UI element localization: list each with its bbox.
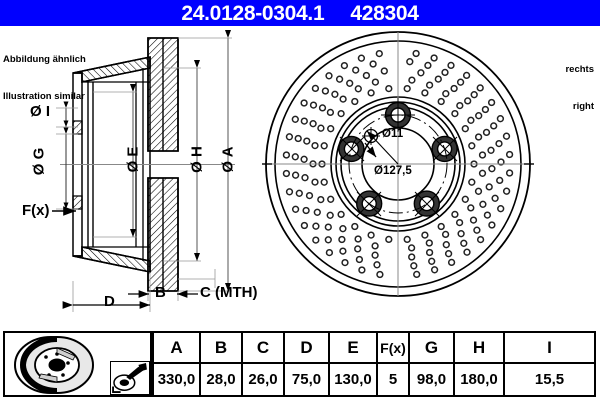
col-header-e: E: [328, 333, 376, 364]
illustration-note-en: Illustration similar: [3, 90, 85, 102]
label-d: D: [104, 293, 115, 310]
label-dia-e: Ø E: [124, 146, 142, 173]
side-note: rechts right: [565, 40, 594, 137]
value-d: 75,0: [283, 364, 328, 395]
value-h: 180,0: [453, 364, 503, 395]
col-header-fx: F(x): [376, 333, 408, 364]
drawing-canvas: Ø I Ø G Ø E Ø H Ø A F(x) B C (MTH) D Ø11…: [0, 26, 600, 326]
label-dia-h: Ø H: [188, 146, 206, 173]
illustration-note-de: Abbildung ähnlich: [3, 54, 86, 66]
friction-ring-bottom: [147, 177, 179, 292]
col-header-i: I: [503, 333, 594, 364]
label-dia-g: Ø G: [30, 147, 48, 176]
label-hole-diameter: Ø11: [382, 128, 404, 140]
value-b: 28,0: [199, 364, 241, 395]
spec-table: A B C D E F(x) G H I 330,0 28,0 26,0 75,…: [3, 331, 596, 397]
col-header-h: H: [453, 333, 503, 364]
part-number: 24.0128-0304.1: [181, 1, 325, 25]
hat-flange: [72, 72, 83, 257]
drilled-holes: [282, 49, 514, 279]
spec-grid: A B C D E F(x) G H I 330,0 28,0 26,0 75,…: [152, 333, 594, 395]
value-c: 26,0: [241, 364, 283, 395]
label-c-mth: C (MTH): [200, 284, 258, 301]
bolt-hole: [413, 190, 440, 217]
label-bolt-circle-diameter: Ø127,5: [374, 165, 412, 177]
header-banner: 24.0128-0304.1 428304: [0, 0, 600, 26]
col-header-b: B: [199, 333, 241, 364]
drawing-svg: [52, 30, 534, 312]
caliper-tool-icon: [110, 361, 150, 395]
bolt-pitch-circle: [348, 114, 448, 214]
illustration-note: Abbildung ähnlich Illustration similar: [3, 30, 86, 127]
brake-disc-icon: [14, 336, 94, 394]
hat-section-top: [72, 56, 151, 83]
friction-ring-top: [147, 37, 179, 152]
col-header-c: C: [241, 333, 283, 364]
label-dia-a: Ø A: [219, 146, 237, 173]
dimension-lines-section: [52, 30, 232, 312]
article-number: 428304: [350, 1, 419, 25]
label-fx: F(x): [22, 202, 50, 219]
side-note-de: rechts: [565, 64, 594, 76]
value-e: 130,0: [328, 364, 376, 395]
value-a: 330,0: [152, 364, 199, 395]
cross-section-view: [60, 37, 235, 292]
bolt-circle-callout: [366, 130, 399, 165]
product-image-cell: [5, 333, 152, 395]
face-view: [262, 31, 534, 297]
value-g: 98,0: [408, 364, 453, 395]
hole-dia-callout: [362, 127, 380, 158]
col-header-g: G: [408, 333, 453, 364]
label-b: B: [155, 284, 166, 301]
bolt-hole: [381, 98, 415, 132]
side-note-en: right: [572, 100, 594, 112]
col-header-d: D: [283, 333, 328, 364]
hat-section-bottom: [72, 246, 151, 273]
label-dia-i: Ø I: [30, 103, 51, 120]
value-i: 15,5: [503, 364, 594, 395]
col-header-a: A: [152, 333, 199, 364]
value-fx: 5: [376, 364, 408, 395]
